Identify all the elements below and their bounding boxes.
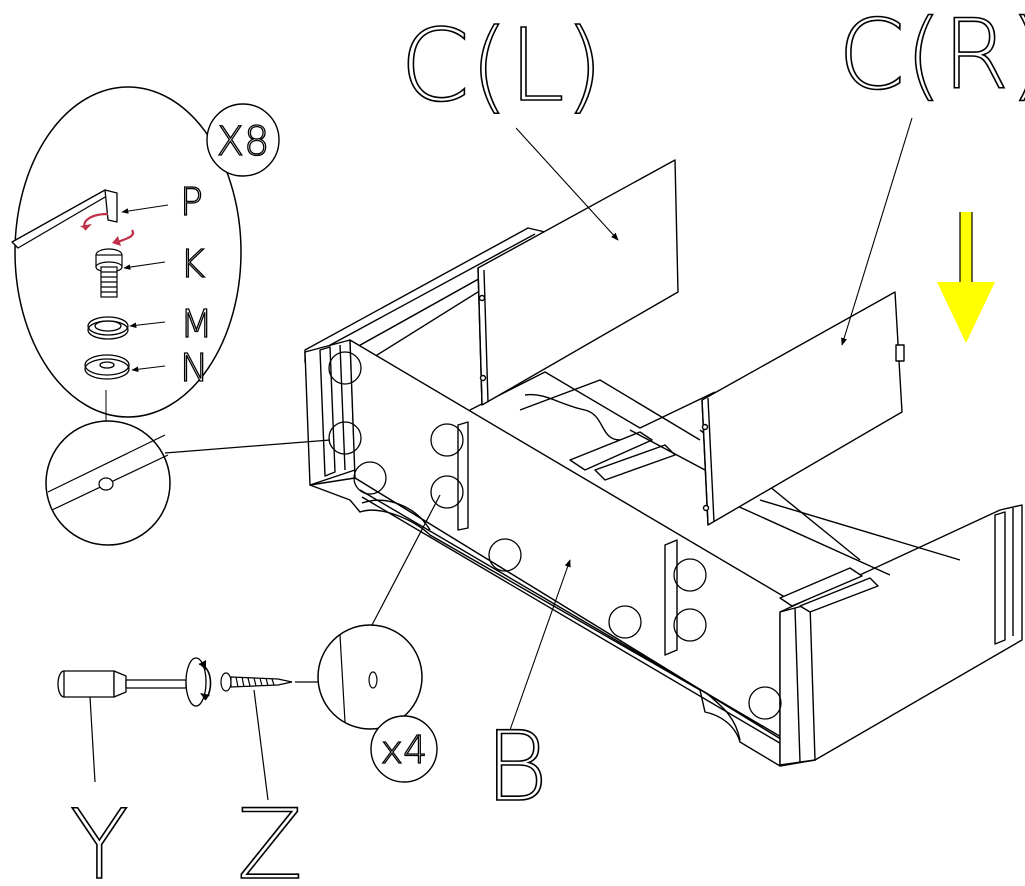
quantity-badge-bolts bbox=[206, 103, 280, 177]
cabinet-body bbox=[304, 227, 1023, 767]
label-dowel: Y bbox=[70, 789, 129, 881]
screw-icon bbox=[220, 672, 293, 692]
lock-washer-icon bbox=[87, 316, 129, 340]
panel-c-left bbox=[477, 159, 679, 406]
label-bolt: K bbox=[180, 242, 205, 286]
quantity-screws: x4 bbox=[381, 728, 428, 772]
label-hex-key: P bbox=[180, 180, 203, 224]
bolt-detail-outline bbox=[14, 86, 242, 418]
hole-zoom-bolt bbox=[45, 420, 331, 546]
panel-c-right bbox=[701, 291, 905, 526]
quantity-badge-screws bbox=[370, 715, 438, 783]
label-panel-right: C(R) bbox=[838, 0, 1025, 111]
label-flat-washer: N bbox=[180, 346, 208, 390]
down-arrow-icon bbox=[937, 212, 995, 343]
hole-markers bbox=[328, 351, 782, 720]
bolt-detail: X8 P K M N bbox=[11, 86, 280, 470]
flat-washer-icon bbox=[84, 354, 130, 380]
label-screw: Z bbox=[237, 789, 303, 881]
label-panel-left: C(L) bbox=[400, 7, 604, 124]
quantity-bolts: X8 bbox=[217, 119, 270, 165]
screwdriver-icon bbox=[57, 670, 187, 698]
screw-detail: x4 bbox=[57, 494, 441, 801]
label-base: B bbox=[485, 711, 548, 823]
bolt-icon bbox=[95, 248, 123, 298]
label-lock-washer: M bbox=[180, 302, 213, 346]
hex-key-icon bbox=[11, 189, 118, 249]
